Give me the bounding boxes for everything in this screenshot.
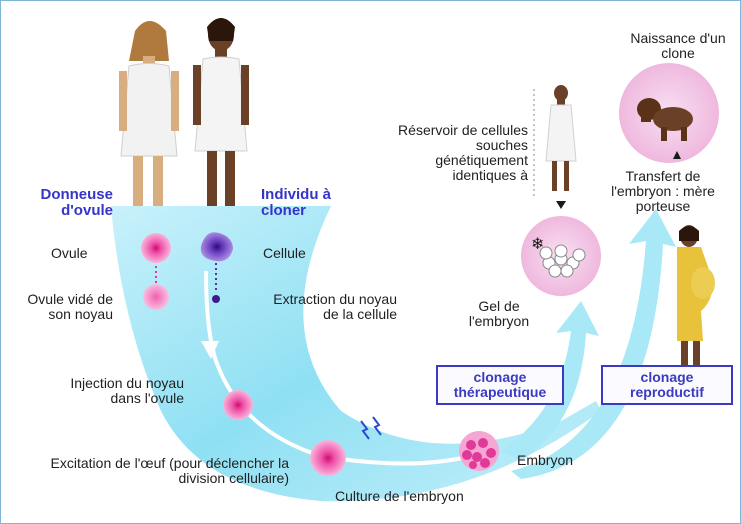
small-woman-figure <box>546 85 576 209</box>
clonage-therapeutique-box: clonage thérapeutique <box>436 365 564 405</box>
excitation-label: Excitation de l'œuf (pour déclencher la … <box>31 456 289 486</box>
individual-title: Individu à cloner <box>261 187 346 219</box>
extraction-label: Extraction du noyau de la cellule <box>271 292 397 322</box>
donor-title: Donneuse d'ovule <box>21 187 113 219</box>
ovule-label: Ovule <box>51 246 88 261</box>
transfert-label: Transfert de l'embryon : mère porteuse <box>597 169 729 214</box>
injection-label: Injection du noyau dans l'ovule <box>56 376 184 406</box>
naissance-label: Naissance d'un clone <box>623 31 733 61</box>
embryo-cluster <box>459 431 499 471</box>
excited-egg-cell <box>310 440 346 476</box>
gel-label: Gel de l'embryon <box>453 299 545 329</box>
cellule-label: Cellule <box>263 246 306 261</box>
clonage-reproductif-box: clonage reproductif <box>601 365 733 405</box>
pregnant-woman-figure <box>677 225 715 386</box>
donor-woman-figure <box>119 21 179 206</box>
reservoir-label: Réservoir de cellules souches génétiquem… <box>393 123 528 183</box>
injected-ovule-cell <box>223 390 253 420</box>
ovule-cell <box>141 233 171 263</box>
culture-label: Culture de l'embryon <box>335 489 525 504</box>
snowflake-icon: ❄ <box>531 234 544 253</box>
embryon-label: Embryon <box>517 453 573 468</box>
empty-ovule-cell <box>143 284 169 310</box>
individual-woman-figure <box>193 18 249 206</box>
ovule-vide-label: Ovule vidé de son noyau <box>16 292 113 322</box>
nucleus-dot <box>212 295 220 303</box>
